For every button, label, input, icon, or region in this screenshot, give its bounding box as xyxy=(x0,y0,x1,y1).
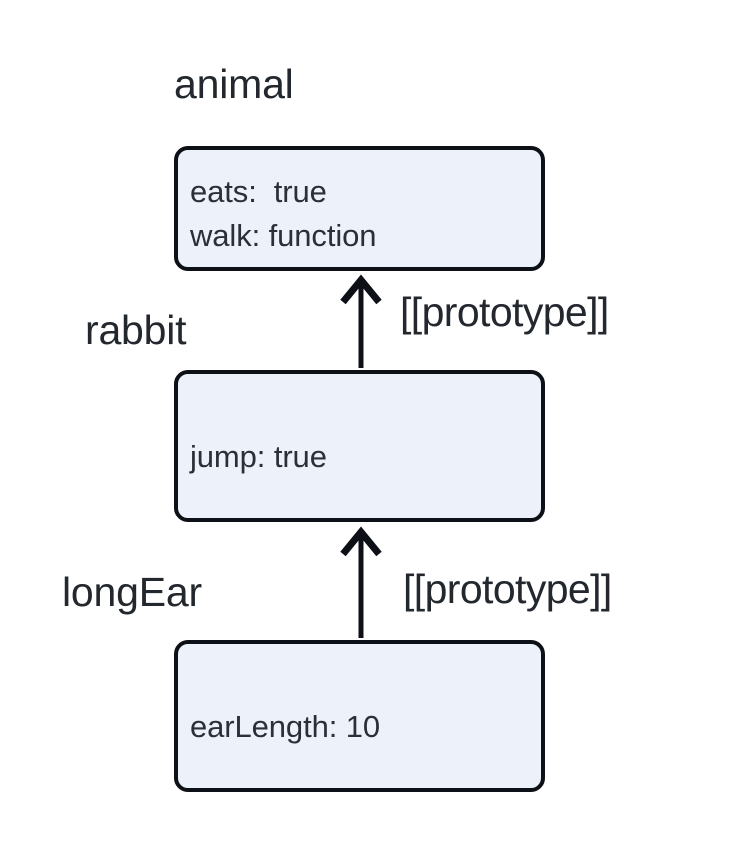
node-props-longear: earLength: 10 xyxy=(190,705,531,749)
node-box-longear[interactable]: earLength: 10 xyxy=(174,640,545,792)
node-props-animal: eats: true walk: function xyxy=(190,170,531,258)
node-props-rabbit: jump: true xyxy=(190,435,531,479)
prototype-arrow-rabbit-to-animal xyxy=(340,274,382,368)
node-label-rabbit: rabbit xyxy=(85,307,187,353)
property-line: walk: function xyxy=(190,218,377,254)
node-label-longear: longEar xyxy=(62,569,202,615)
property-line: eats: true xyxy=(190,174,327,209)
node-box-rabbit[interactable]: jump: true xyxy=(174,370,545,522)
property-line: earLength: 10 xyxy=(190,709,381,744)
node-label-animal: animal xyxy=(174,61,294,107)
prototype-link-label-rabbit: [[prototype]] xyxy=(403,566,612,612)
prototype-arrow-longear-to-rabbit xyxy=(340,526,382,638)
prototype-link-label-animal: [[prototype]] xyxy=(400,289,609,335)
node-box-animal[interactable]: eats: true walk: function xyxy=(174,146,545,271)
property-line: jump: true xyxy=(190,439,327,474)
